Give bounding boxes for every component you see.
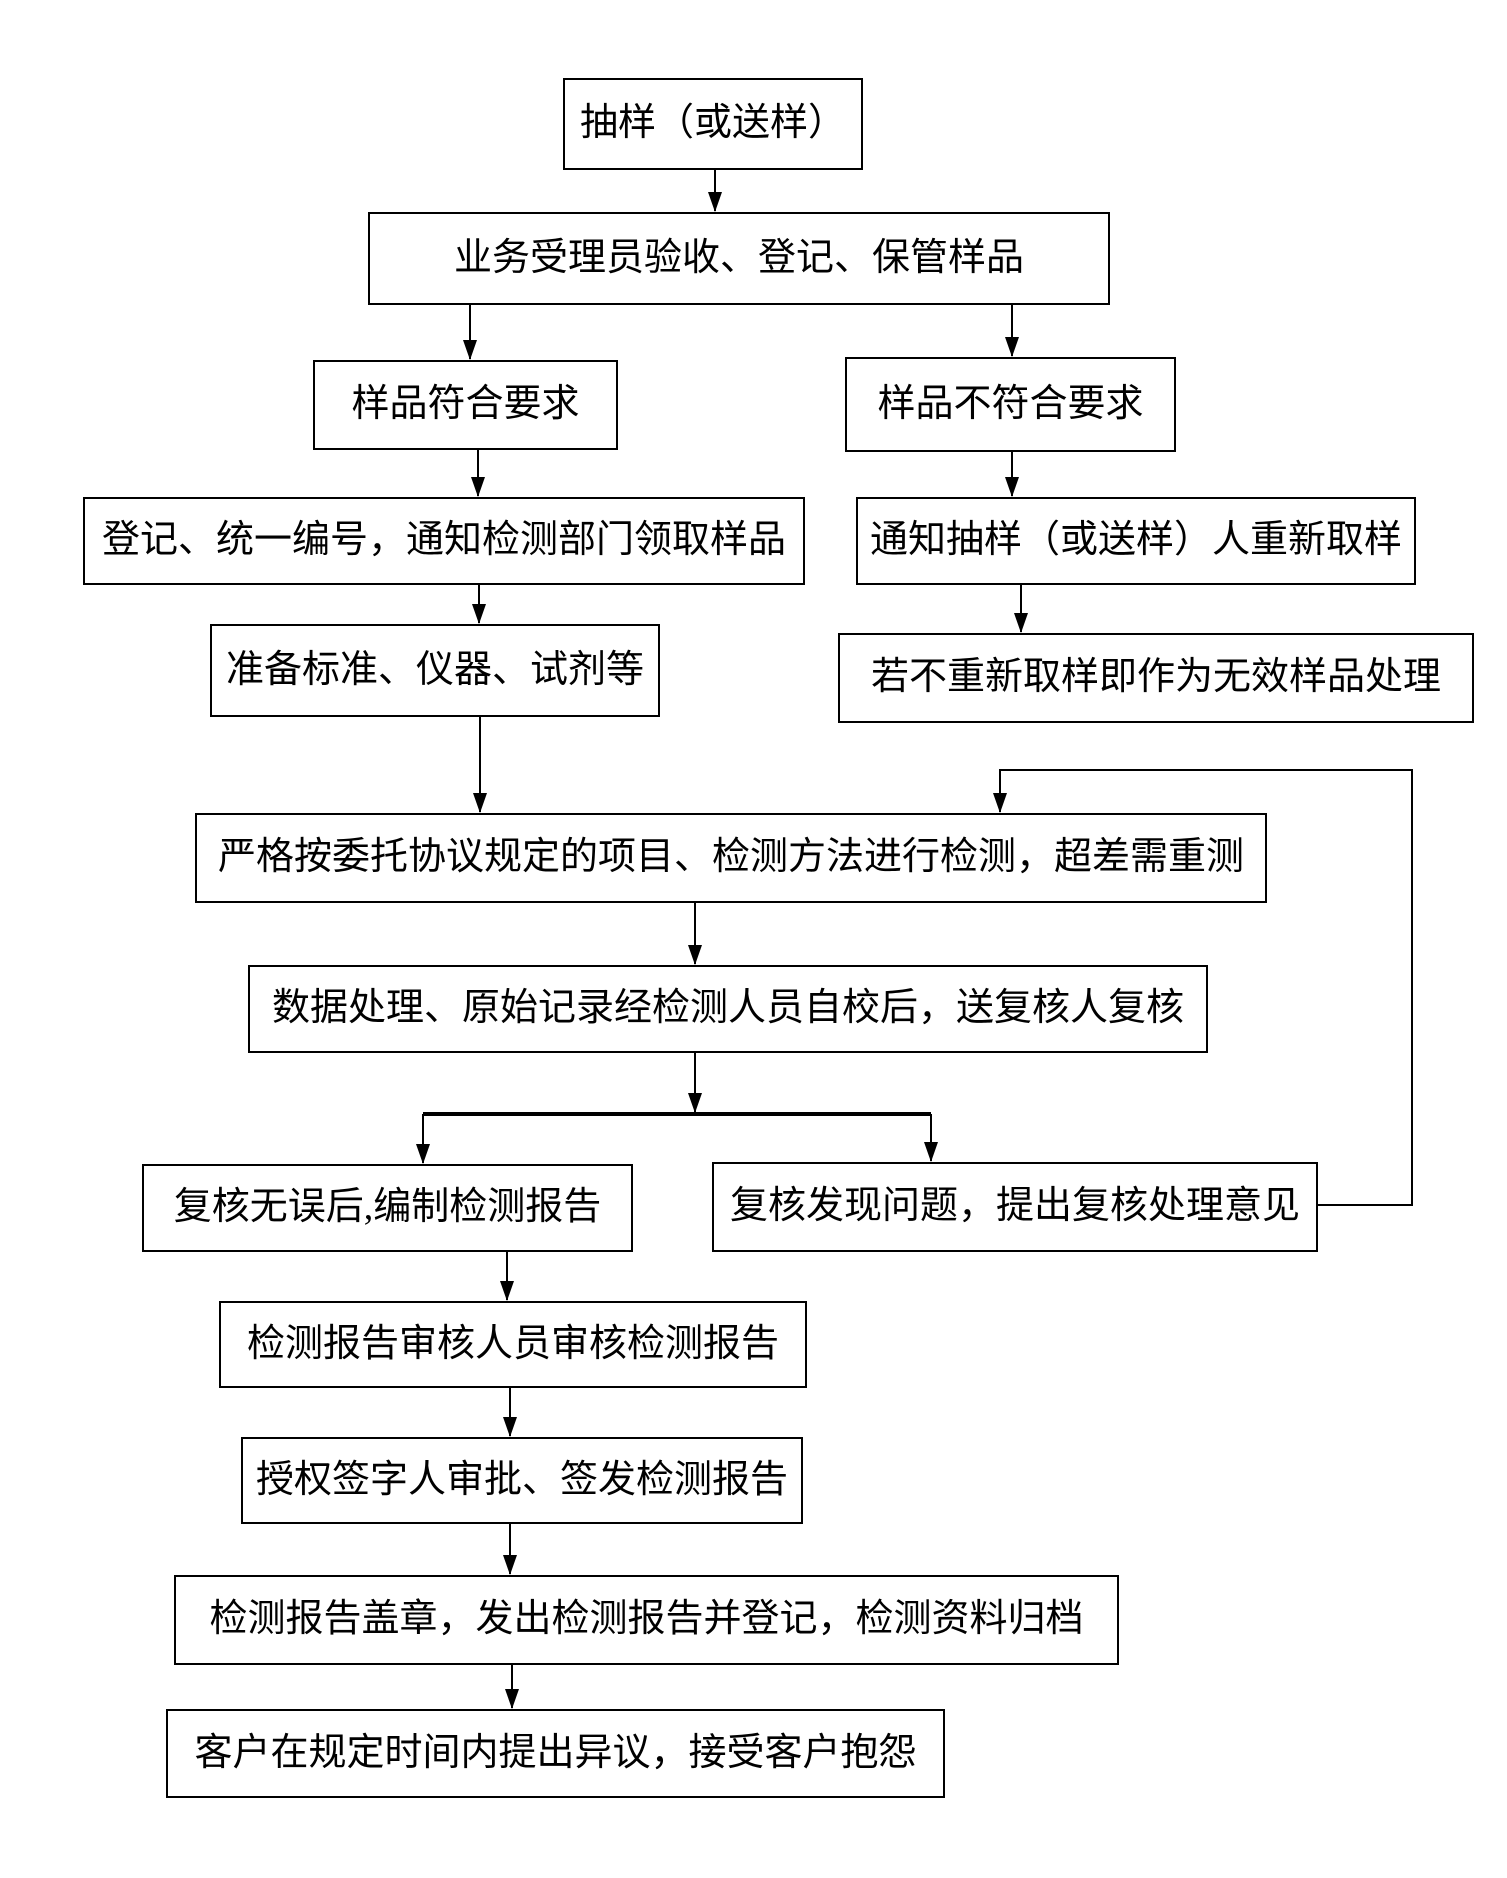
flow-node-register: 登记、统一编号，通知检测部门领取样品 <box>83 497 805 585</box>
flow-node-stamp-archive: 检测报告盖章，发出检测报告并登记，检测资料归档 <box>174 1575 1119 1665</box>
flow-node-sample-ok: 样品符合要求 <box>313 360 618 450</box>
flow-node-objection: 客户在规定时间内提出异议，接受客户抱怨 <box>166 1709 945 1798</box>
flow-node-review-ok: 复核无误后,编制检测报告 <box>142 1164 633 1252</box>
flow-node-report-review: 检测报告审核人员审核检测报告 <box>219 1301 807 1388</box>
flow-node-data-process: 数据处理、原始记录经检测人员自校后，送复核人复核 <box>248 965 1208 1053</box>
flow-node-sign-issue: 授权签字人审批、签发检测报告 <box>241 1437 803 1524</box>
flow-node-accept: 业务受理员验收、登记、保管样品 <box>368 212 1110 305</box>
flow-node-review-problem: 复核发现问题，提出复核处理意见 <box>712 1162 1318 1252</box>
flow-node-start: 抽样（或送样） <box>563 78 863 170</box>
flow-node-test: 严格按委托协议规定的项目、检测方法进行检测，超差需重测 <box>195 813 1267 903</box>
flow-node-prepare: 准备标准、仪器、试剂等 <box>210 624 660 717</box>
flow-node-invalid-sample: 若不重新取样即作为无效样品处理 <box>838 633 1474 723</box>
flow-node-notify-resample: 通知抽样（或送样）人重新取样 <box>856 497 1416 585</box>
flow-node-sample-not-ok: 样品不符合要求 <box>845 357 1176 452</box>
